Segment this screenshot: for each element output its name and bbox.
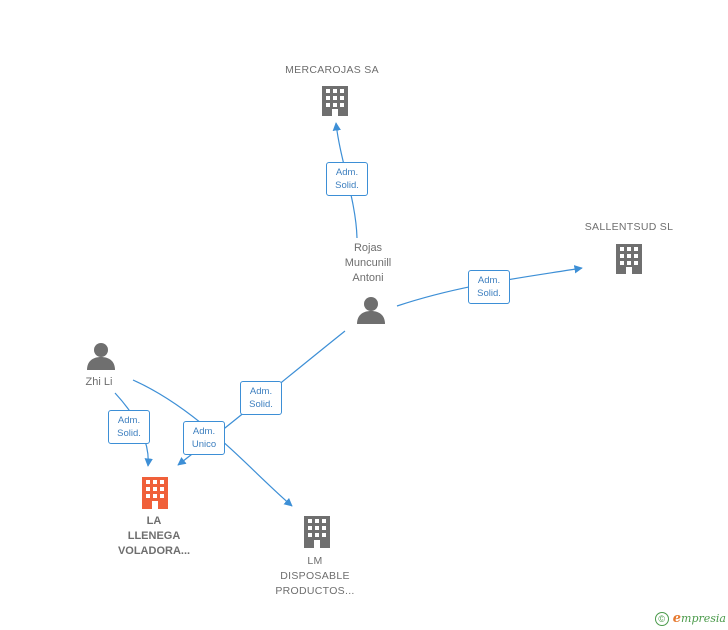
edge-role-line: Adm. — [117, 415, 141, 426]
company-label-sallentsud[interactable]: SALLENTSUD SL — [584, 221, 674, 233]
edge-role-line: Unico — [191, 439, 217, 450]
brand-initial: e — [672, 611, 682, 626]
person-label-line: Muncunill — [344, 257, 392, 269]
edge-role-box[interactable]: Adm. Solid. — [240, 381, 282, 415]
building-icon[interactable] — [142, 477, 168, 509]
person-label-line: Antoni — [352, 272, 384, 284]
company-label-llenega[interactable]: LA LLENEGA VOLADORA... — [94, 514, 214, 559]
edge-role-line: Solid. — [335, 180, 359, 191]
company-label-line: VOLADORA... — [117, 545, 191, 557]
edge-role-line: Adm. — [335, 167, 359, 178]
edge-role-line: Solid. — [117, 428, 141, 439]
company-label-mercarojas[interactable]: MERCAROJAS SA — [285, 64, 379, 76]
company-label-line: LLENEGA — [127, 530, 181, 542]
edge-role-line: Solid. — [249, 399, 273, 410]
person-icon[interactable] — [357, 297, 385, 324]
edge-role-box[interactable]: Adm. Solid. — [468, 270, 510, 304]
edge-role-line: Adm. — [249, 386, 273, 397]
company-label-line: LM — [307, 555, 323, 567]
building-icon[interactable] — [304, 516, 330, 548]
company-label-lm[interactable]: LM DISPOSABLE PRODUCTOS... — [255, 554, 375, 599]
edge-role-box[interactable]: Adm. Solid. — [108, 410, 150, 444]
company-label-line: LA — [146, 515, 162, 527]
edge-role-line: Solid. — [477, 288, 501, 299]
edge-role-box[interactable]: Adm. Solid. — [326, 162, 368, 196]
person-label-rojas[interactable]: Rojas Muncunill Antoni — [318, 241, 418, 286]
company-label-line: DISPOSABLE — [280, 570, 350, 582]
brand-rest: mpresia — [681, 612, 726, 625]
brand-logo: empresia — [673, 611, 726, 626]
footer-brand[interactable]: © empresia — [654, 611, 726, 626]
edge-role-box[interactable]: Adm. Unico — [183, 421, 225, 455]
edge-role-line: Adm. — [477, 275, 501, 286]
building-icon[interactable] — [616, 244, 642, 274]
person-label-zhili[interactable]: Zhi Li — [85, 376, 113, 388]
copyright-icon: © — [654, 611, 669, 626]
edge-role-line: Adm. — [192, 426, 216, 437]
person-icon[interactable] — [87, 343, 115, 370]
building-icon[interactable] — [322, 86, 348, 116]
person-label-line: Rojas — [353, 242, 383, 254]
company-label-line: PRODUCTOS... — [275, 585, 355, 597]
